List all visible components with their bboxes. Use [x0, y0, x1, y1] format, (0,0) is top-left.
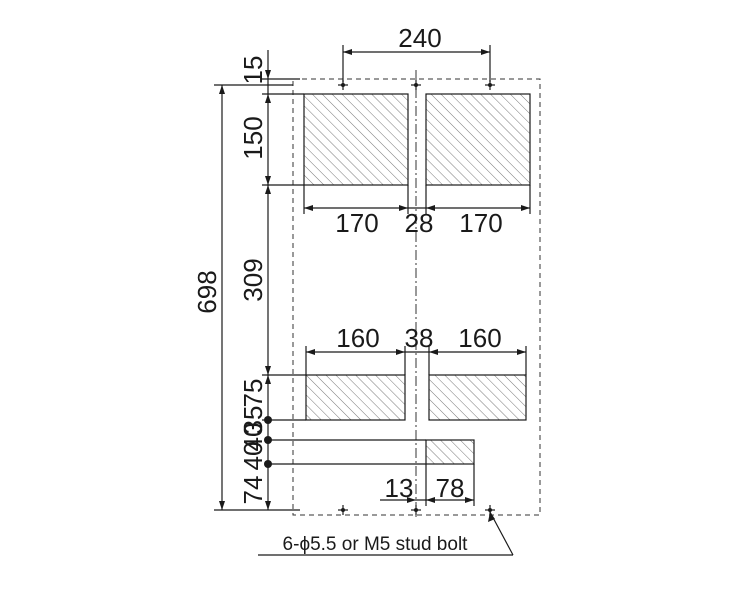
- stud-bolt-note: 6-ϕ5.5 or M5 stud bolt: [283, 534, 469, 555]
- dim-28-label: 28: [405, 208, 434, 238]
- dim-240-label: 240: [398, 23, 441, 53]
- small-cutout: [425, 439, 475, 465]
- dim-75-label: 75: [238, 379, 268, 408]
- dim-160-right-label: 160: [458, 323, 501, 353]
- dim-170-left-label: 170: [335, 208, 378, 238]
- dim-698: [214, 84, 293, 511]
- dim-170-right-label: 170: [459, 208, 502, 238]
- dim-78-label: 78: [436, 473, 465, 503]
- dim-40a-label: 40: [238, 423, 268, 452]
- upper-left-cutout: [303, 93, 409, 186]
- dim-38-label: 38: [405, 323, 434, 353]
- dim-chain-vertical: [262, 50, 426, 511]
- dim-74-label: 74: [238, 476, 268, 505]
- dim-bottom-small: [380, 464, 475, 506]
- lower-right-cutout: [428, 374, 527, 421]
- dim-lower-widths: [305, 346, 527, 375]
- dim-upper-widths: [303, 185, 531, 214]
- dim-150-label: 150: [238, 116, 268, 159]
- panel-outline: [292, 78, 541, 516]
- upper-right-cutout: [425, 93, 531, 186]
- dim-309-label: 309: [238, 258, 268, 301]
- dim-160-left-label: 160: [336, 323, 379, 353]
- note-leader: [258, 511, 514, 556]
- dim-35-label: 35: [238, 406, 268, 435]
- dim-40b-label: 40: [238, 442, 268, 471]
- lower-left-cutout: [305, 374, 406, 421]
- dim-698-label: 698: [192, 270, 222, 313]
- dim-15-label: 15: [238, 56, 268, 85]
- dim-240: 240: [342, 23, 491, 82]
- dim-13-label: 13: [385, 473, 414, 503]
